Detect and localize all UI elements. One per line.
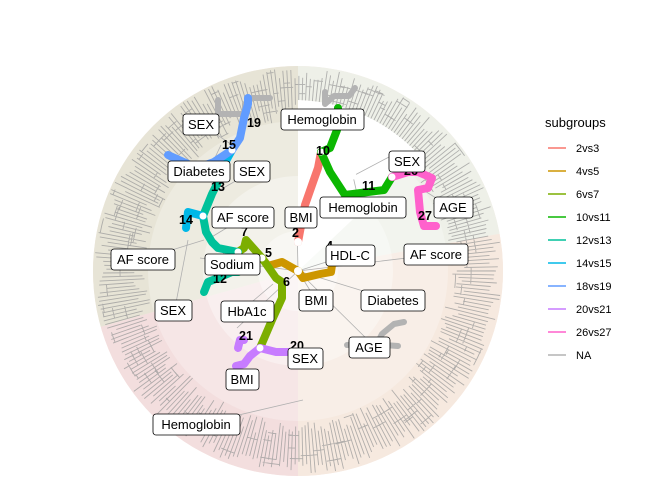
svg-text:Hemoglobin: Hemoglobin	[287, 112, 356, 127]
label-age-bottom: AGE	[348, 336, 391, 359]
branch-20vs21	[232, 344, 264, 370]
svg-text:SEX: SEX	[160, 303, 186, 318]
legend-label-4vs5: 4vs5	[576, 166, 599, 178]
node-27: 27	[418, 209, 432, 223]
label-diabetes-right: Diabetes	[360, 289, 426, 312]
svg-text:SEX: SEX	[239, 164, 265, 179]
label-diabetes-mid: Diabetes	[167, 160, 231, 183]
svg-text:SEX: SEX	[394, 154, 420, 169]
label-sodium: Sodium	[204, 253, 261, 276]
svg-text:BMI: BMI	[304, 293, 327, 308]
label-sex-left: SEX	[154, 299, 193, 322]
label-sex-upper-left: SEX	[182, 113, 220, 136]
node-13: 13	[211, 180, 225, 194]
svg-text:BMI: BMI	[289, 210, 312, 225]
legend-label-12vs13: 12vs13	[576, 235, 611, 247]
split-labels: BMI HDL-C Sodium HbA1c BMI AF score Hemo…	[110, 108, 474, 436]
label-sex-bottom: SEX	[287, 347, 324, 370]
svg-text:SEX: SEX	[292, 351, 318, 366]
legend-label-18vs19: 18vs19	[576, 281, 611, 293]
branch-14vs15	[182, 208, 207, 232]
label-hemoglobin-top: Hemoglobin	[280, 108, 365, 131]
node-6: 6	[283, 275, 290, 289]
label-bmi-bottom: BMI	[225, 368, 260, 391]
label-hemoglobin-mid: Hemoglobin	[319, 196, 407, 219]
node-11: 11	[362, 179, 375, 193]
svg-text:HbA1c: HbA1c	[227, 304, 267, 319]
label-hdl: HDL-C	[325, 244, 376, 267]
node-21: 21	[239, 329, 253, 343]
legend-label-20vs21: 20vs21	[576, 304, 611, 316]
svg-text:AF score: AF score	[117, 252, 169, 267]
svg-text:SEX: SEX	[188, 117, 214, 132]
label-af-score-left: AF score	[110, 248, 176, 271]
svg-text:BMI: BMI	[230, 372, 253, 387]
legend: subgroups 2vs3 4vs5 6vs7 10vs11 12vs13 14vs15…	[545, 115, 611, 362]
label-af-score-inner: AF score	[211, 206, 275, 229]
node-5: 5	[265, 246, 272, 260]
branch-18vs19b	[228, 94, 252, 154]
svg-text:AGE: AGE	[439, 200, 467, 215]
label-sex-inner: SEX	[233, 160, 271, 183]
svg-text:AF score: AF score	[410, 247, 462, 262]
node-7: 7	[241, 225, 248, 239]
svg-text:Hemoglobin: Hemoglobin	[161, 417, 230, 432]
node-19: 19	[247, 116, 261, 130]
legend-label-14vs15: 14vs15	[576, 258, 611, 270]
svg-text:AF score: AF score	[217, 210, 269, 225]
label-hemoglobin-bottom: Hemoglobin	[152, 413, 241, 436]
branch-12vs13	[199, 174, 242, 256]
node-10: 10	[316, 144, 330, 158]
legend-label-6vs7: 6vs7	[576, 189, 599, 201]
legend-label-NA: NA	[576, 350, 592, 362]
node-15: 15	[222, 138, 236, 152]
branch-6vs7b	[256, 254, 286, 352]
svg-text:Diabetes: Diabetes	[173, 164, 225, 179]
svg-text:HDL-C: HDL-C	[330, 248, 370, 263]
legend-title: subgroups	[545, 115, 606, 130]
label-sex-right: SEX	[388, 150, 426, 173]
label-af-score-right: AF score	[403, 243, 469, 266]
node-14: 14	[179, 213, 193, 227]
label-hba1c: HbA1c	[220, 300, 275, 323]
branch-10vs11b	[317, 148, 396, 199]
svg-text:Sodium: Sodium	[210, 257, 254, 272]
node-2: 2	[292, 226, 299, 240]
branch-20vs21c	[234, 336, 248, 352]
legend-label-10vs11: 10vs11	[576, 212, 611, 224]
legend-label-2vs3: 2vs3	[576, 143, 599, 155]
node-12: 12	[213, 272, 227, 286]
svg-text:Hemoglobin: Hemoglobin	[328, 200, 397, 215]
label-bmi-root: BMI	[284, 206, 318, 229]
label-age-right: AGE	[433, 196, 474, 219]
label-bmi-mid: BMI	[298, 289, 334, 312]
svg-text:Diabetes: Diabetes	[367, 293, 419, 308]
svg-text:AGE: AGE	[355, 340, 383, 355]
legend-label-26vs27: 26vs27	[576, 327, 611, 339]
